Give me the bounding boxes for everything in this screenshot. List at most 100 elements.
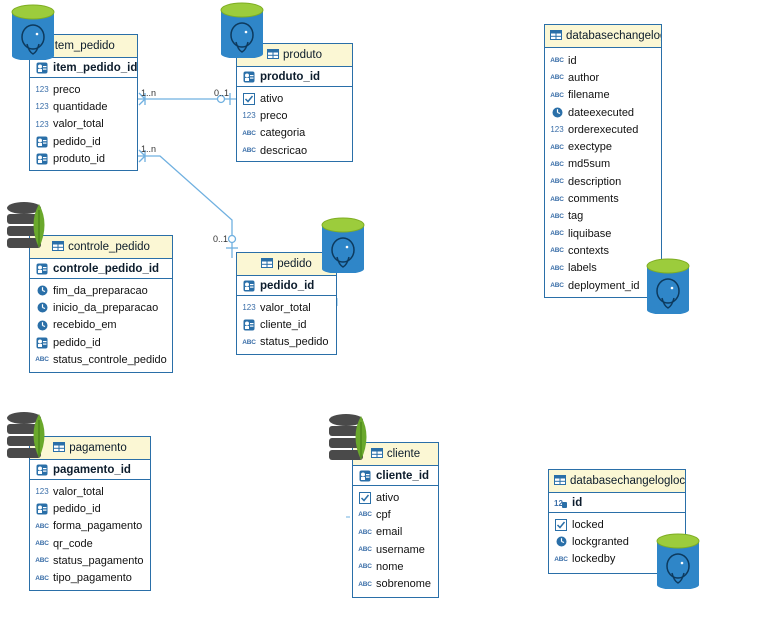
column-row[interactable]: pedido_id <box>30 334 172 351</box>
foreign-key-icon <box>242 319 256 331</box>
column-name: pedido_id <box>53 135 101 148</box>
column-row[interactable]: inicio_da_preparacao <box>30 299 172 316</box>
text-type-icon: ABC <box>35 557 49 565</box>
primary-key-row[interactable]: cliente_id <box>353 466 438 486</box>
entity-header[interactable]: item_pedido <box>30 35 137 58</box>
checkbox-icon <box>358 491 372 504</box>
pk-label: controle_pedido_id <box>53 262 160 275</box>
entity-header[interactable]: pedido <box>237 253 336 276</box>
column-row[interactable]: pedido_id <box>30 500 150 517</box>
column-name: deployment_id <box>568 279 640 292</box>
foreign-key-icon <box>35 136 49 148</box>
table-icon <box>266 48 279 62</box>
timestamp-icon <box>35 302 49 313</box>
text-type-icon: ABC <box>242 129 256 137</box>
entity-header[interactable]: databasechangeloglock <box>549 470 685 493</box>
primary-key-row[interactable]: pedido_id <box>237 276 336 296</box>
key-icon <box>35 464 49 476</box>
column-row[interactable]: pedido_id <box>30 133 137 150</box>
column-row[interactable]: dateexecuted <box>545 104 661 121</box>
primary-key-row[interactable]: item_pedido_id <box>30 58 137 78</box>
cardinality-item-produto-from: 1..n <box>141 88 157 98</box>
table-icon <box>554 474 566 488</box>
column-name: exectype <box>568 141 613 154</box>
column-name: md5sum <box>568 158 611 171</box>
column-name: comments <box>568 193 619 206</box>
entity-title: pagamento <box>69 442 127 454</box>
column-name: tipo_pagamento <box>53 572 132 585</box>
column-row[interactable]: ABC md5sum <box>545 156 661 173</box>
entity-header[interactable]: controle_pedido <box>30 236 172 259</box>
column-row[interactable]: recebido_em <box>30 317 172 334</box>
foreign-key-icon <box>35 337 49 349</box>
entity-header[interactable]: databasechangelog <box>545 25 661 48</box>
postgresql-icon <box>320 217 366 278</box>
primary-key-row[interactable]: pagamento_id <box>30 460 150 480</box>
timestamp-icon <box>35 320 49 331</box>
column-row[interactable]: lockgranted <box>549 533 685 550</box>
entity-header[interactable]: cliente <box>353 443 438 466</box>
primary-key-row[interactable]: controle_pedido_id <box>30 259 172 279</box>
column-name: id <box>568 54 577 67</box>
text-type-icon: ABC <box>550 264 564 272</box>
text-type-icon: ABC <box>550 91 564 99</box>
entity-controle-pedido[interactable]: controle_pedido controle_pedido_id fim_d… <box>29 235 173 373</box>
entity-header[interactable]: produto <box>237 44 352 67</box>
column-row[interactable]: ativo <box>353 489 438 506</box>
text-type-icon: ABC <box>550 230 564 238</box>
column-row[interactable]: cliente_id <box>237 316 336 333</box>
column-name: nome <box>376 560 404 573</box>
key-icon <box>242 280 256 292</box>
entity-header[interactable]: pagamento <box>30 437 150 460</box>
column-row[interactable]: locked <box>549 516 685 533</box>
column-row[interactable]: fim_da_preparacao <box>30 282 172 299</box>
cardinality-item-produto-to: 0..1 <box>214 88 230 98</box>
column-row[interactable]: produto_id <box>30 150 137 167</box>
text-type-icon: ABC <box>550 160 564 168</box>
postgresql-icon <box>219 2 265 63</box>
text-type-icon: ABC <box>554 555 568 563</box>
cardinality-item-pedido-from: 1..n <box>141 144 157 154</box>
column-row[interactable]: ativo <box>237 90 352 107</box>
primary-key-row[interactable]: produto_id <box>237 67 352 87</box>
